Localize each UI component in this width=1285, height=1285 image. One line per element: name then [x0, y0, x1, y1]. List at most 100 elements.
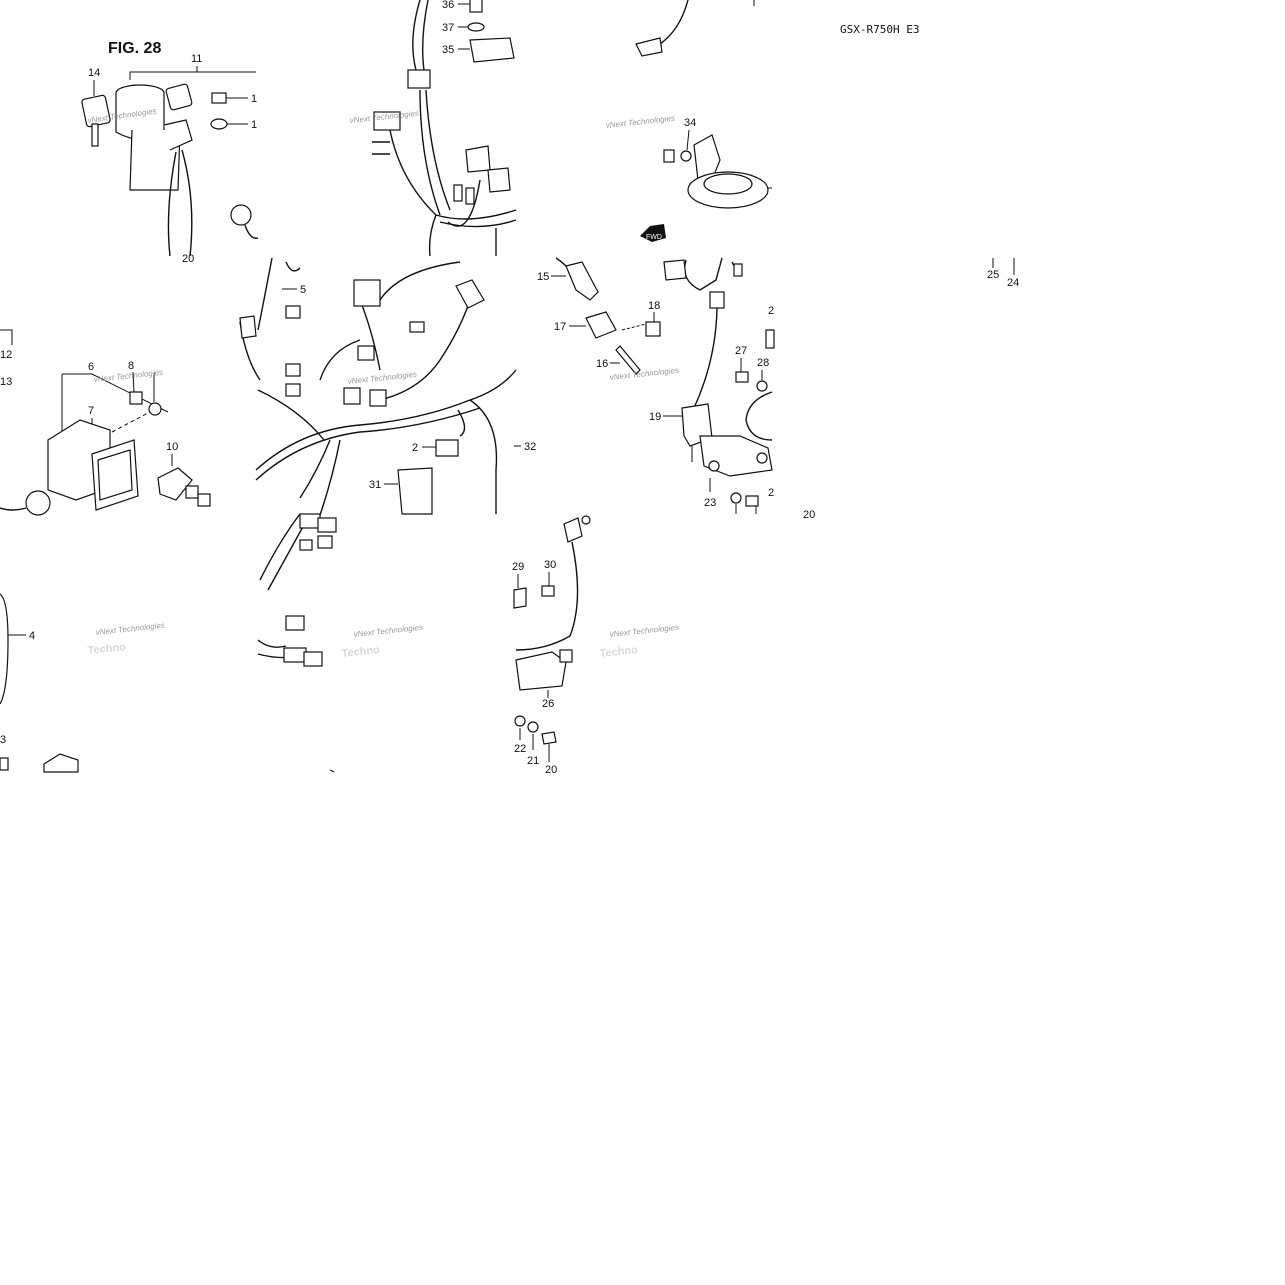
side-stand-switch-group: 29 30 26 22 21 20 vNext Technologies Tec…	[512, 515, 679, 776]
coupler-26	[563, 517, 583, 543]
horn-group: 34 FWD vNext Technologies	[605, 0, 772, 242]
label-16: 16	[596, 358, 608, 370]
label-28: 28	[757, 357, 769, 369]
bolt-36	[469, 0, 483, 13]
label-35: 35	[442, 44, 454, 56]
label-7: 7	[88, 405, 94, 417]
label-22: 22	[514, 743, 526, 755]
harness-top-group: 36 37 35 vNext Technologies	[349, 0, 517, 257]
screw-1a: 1	[211, 92, 257, 105]
label-19: 19	[649, 411, 661, 423]
watermark-tile11-b: Techno	[599, 644, 639, 660]
coupler-right-2	[487, 167, 511, 193]
watermark-tile11: vNext Technologies	[609, 623, 679, 639]
coupler-5	[239, 315, 257, 339]
label-5: 5	[300, 284, 306, 296]
washer-37	[467, 22, 485, 32]
watermark-tile6: vNext Technologies	[347, 370, 417, 386]
switch-26	[515, 651, 567, 691]
fwd-label: FWD	[646, 234, 662, 241]
clamp-29	[513, 587, 527, 609]
nut-1b: 1	[210, 118, 257, 131]
label-14: 14	[88, 67, 100, 79]
coupler-left	[373, 111, 401, 131]
regulator-group: 12 13 6 7 8 10 vNext Technologies	[0, 329, 211, 516]
ignition-switch-body	[115, 84, 193, 191]
washer-22	[514, 715, 526, 727]
label-21: 21	[527, 755, 539, 767]
washer-34	[680, 150, 692, 162]
switch-15	[565, 261, 599, 301]
washer-9	[148, 402, 162, 416]
label-1b: 1	[251, 119, 257, 131]
washer-28	[756, 380, 768, 392]
label-25: 25	[987, 269, 999, 281]
label-31: 31	[369, 479, 381, 491]
fuse-2	[435, 439, 459, 457]
label-1a: 1	[251, 93, 257, 105]
legend-24-25: 25 24	[987, 258, 1019, 289]
bolt-33	[663, 149, 675, 163]
screw-27	[735, 371, 749, 383]
label-20c: 20	[545, 764, 557, 776]
spring-16	[615, 345, 641, 375]
coupler-lower-3	[303, 651, 323, 667]
lower-left-group: 4 3 vNext Technologies Techno	[0, 593, 165, 773]
model-code: GSX-R750H E3	[840, 23, 919, 36]
main-harness-group: 5 2 32 31 vNext Technologies	[239, 257, 536, 516]
label-32: 32	[524, 441, 536, 453]
watermark-tile9: vNext Technologies	[95, 621, 165, 637]
screw-8	[129, 391, 143, 405]
relay-31	[397, 467, 433, 515]
label-11: 11	[191, 53, 202, 65]
watermark-tile3: vNext Technologies	[605, 114, 675, 130]
screw-18	[645, 321, 661, 337]
screw-30	[541, 585, 555, 597]
bracket-17	[585, 311, 617, 339]
label-2c: 2	[768, 487, 774, 499]
label-30: 30	[544, 559, 556, 571]
watermark-tile10: vNext Technologies	[353, 623, 423, 639]
ignition-key	[81, 83, 193, 147]
screw-20	[541, 731, 557, 745]
label-13: 13	[0, 376, 12, 388]
label-6: 6	[88, 361, 94, 373]
label-29: 29	[512, 561, 524, 573]
label-3: 3	[0, 734, 6, 746]
watermark-tile9-b: Techno	[87, 641, 127, 657]
label-34: 34	[684, 117, 696, 129]
relay-10	[157, 467, 193, 501]
label-37: 37	[442, 22, 454, 34]
label-10: 10	[166, 441, 178, 453]
label-8: 8	[128, 360, 134, 372]
fwd-arrow-icon: FWD	[640, 224, 666, 242]
label-23: 23	[704, 497, 716, 509]
cover-4	[0, 593, 9, 705]
label-20b: 20	[803, 509, 815, 521]
label-36: 36	[442, 0, 454, 11]
lower-harness-group: vNext Technologies Techno	[257, 513, 423, 773]
label-4: 4	[29, 630, 35, 642]
coupler-19	[663, 259, 687, 281]
coupler-lower-2	[283, 647, 307, 663]
label-27: 27	[735, 345, 747, 357]
watermark-tile10-b: Techno	[341, 644, 381, 660]
clamp-35	[469, 37, 515, 63]
coupler-main-1	[353, 279, 381, 307]
watermark-tile7: vNext Technologies	[609, 366, 679, 382]
label-17: 17	[554, 321, 566, 333]
horn-connector	[635, 37, 663, 57]
grommet-icon	[25, 490, 51, 516]
washer-21	[527, 721, 539, 733]
figure-title: FIG. 28	[108, 40, 161, 57]
coupler-top	[407, 69, 431, 89]
label-26: 26	[542, 698, 554, 710]
label-2b: 2	[768, 305, 774, 317]
label-15: 15	[537, 271, 549, 283]
coupler-right-1	[465, 145, 491, 173]
coupler-lower-1	[285, 615, 305, 631]
switches-group: 15 17 18 16 19 23 27 28	[537, 257, 815, 521]
label-18: 18	[648, 300, 660, 312]
label-24: 24	[1007, 277, 1019, 289]
